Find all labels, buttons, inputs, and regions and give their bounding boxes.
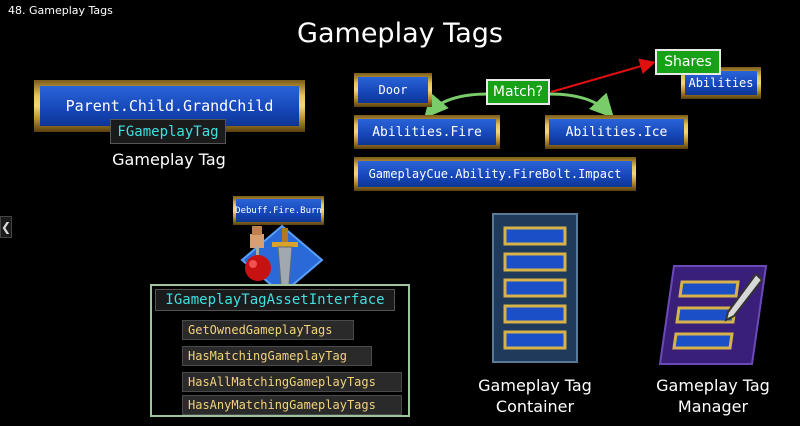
fgameplaytag-type-label: FGameplayTag — [110, 119, 226, 144]
tag-abilities-ice: Abilities.Ice — [545, 115, 688, 149]
tag-debuff-fire-burn: Debuff.Fire.Burn — [233, 196, 324, 225]
manager-caption-line2: Manager — [677, 397, 749, 416]
previous-slide-button[interactable]: ❮ — [0, 216, 12, 238]
tag-abilities-fire-text: Abilities.Fire — [358, 119, 496, 145]
slide-number-label: 48. Gameplay Tags — [8, 4, 113, 17]
function-get-owned-gameplay-tags: GetOwnedGameplayTags — [182, 320, 354, 340]
tag-door-text: Door — [358, 77, 428, 103]
gameplay-tag-caption: Gameplay Tag — [112, 150, 226, 169]
match-arrow-left — [424, 92, 489, 119]
tag-manager-icon — [658, 265, 768, 365]
tag-door: Door — [354, 73, 432, 107]
match-label-box: Match? — [486, 79, 550, 105]
tag-abilities-ice-text: Abilities.Ice — [549, 119, 684, 145]
manager-caption-line1: Gameplay Tag — [656, 376, 770, 395]
asset-interface-name: IGameplayTagAssetInterface — [155, 289, 395, 311]
shares-label-box: Shares — [655, 49, 721, 75]
tag-debuff-fire-burn-text: Debuff.Fire.Burn — [235, 199, 322, 222]
shares-arrow — [550, 58, 656, 93]
function-has-any-matching-gameplay-tags: HasAnyMatchingGameplayTags — [182, 395, 402, 415]
container-caption-line2: Container — [495, 397, 575, 416]
tag-gameplay-cue: GameplayCue.Ability.FireBolt.Impact — [354, 157, 636, 191]
container-caption-line1: Gameplay Tag — [478, 376, 592, 395]
tag-container-icon — [492, 213, 578, 363]
function-has-all-matching-gameplay-tags: HasAllMatchingGameplayTags — [182, 372, 402, 392]
tag-abilities-text: Abilities — [685, 71, 757, 95]
page-title: Gameplay Tags — [297, 18, 503, 49]
tag-abilities-fire: Abilities.Fire — [354, 115, 500, 149]
match-arrow-right — [548, 92, 615, 119]
chevron-left-icon: ❮ — [0, 220, 12, 234]
function-has-matching-gameplay-tag: HasMatchingGameplayTag — [182, 346, 372, 366]
tag-gameplay-cue-text: GameplayCue.Ability.FireBolt.Impact — [358, 161, 632, 187]
